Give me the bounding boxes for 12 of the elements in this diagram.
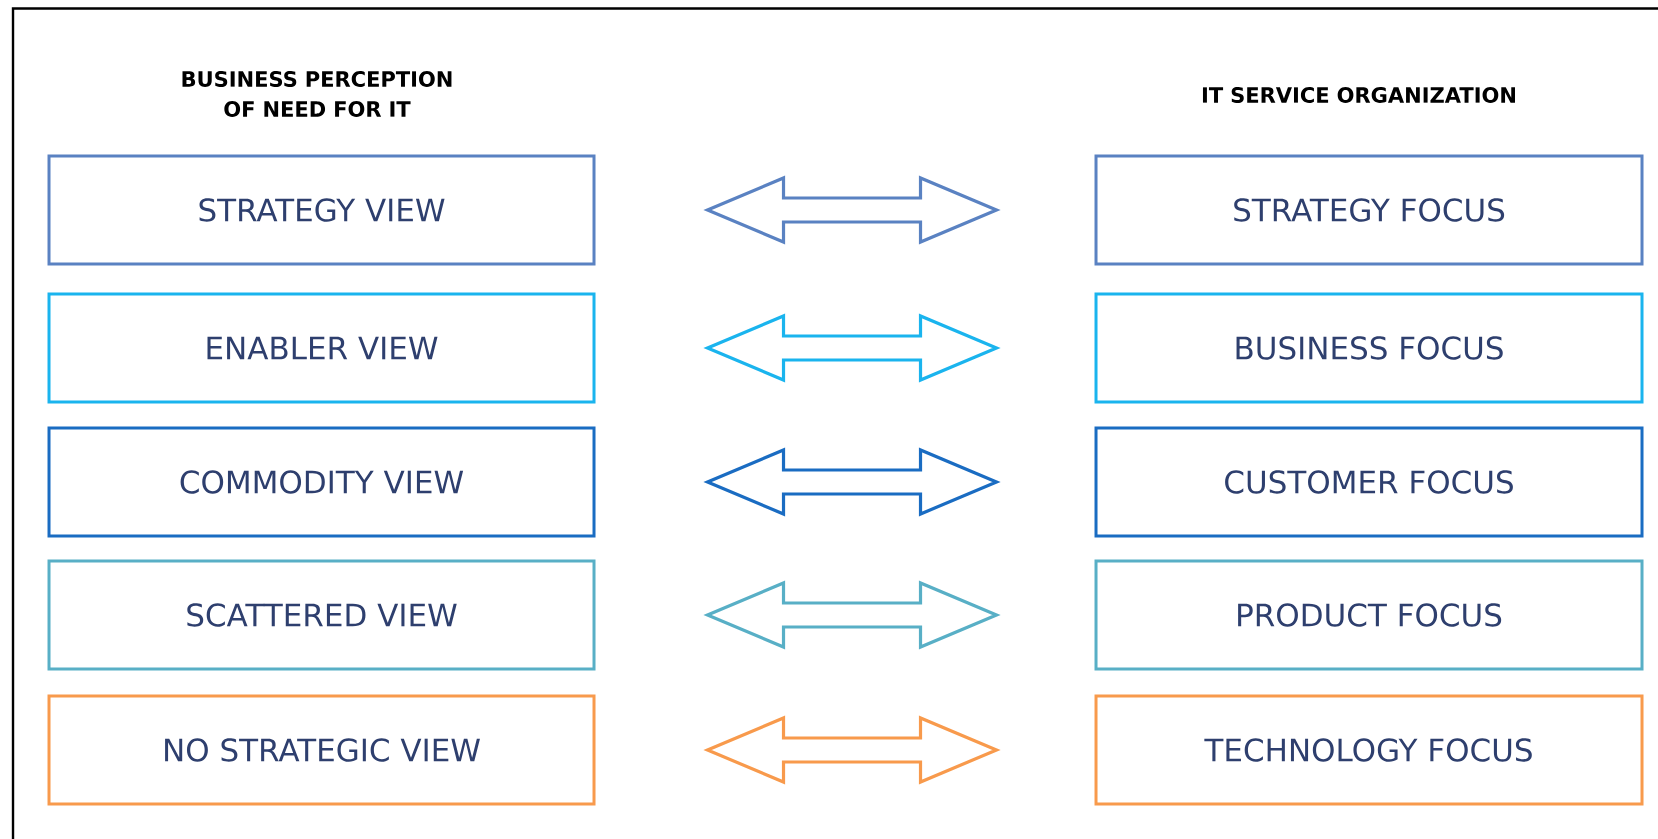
view-box: STRATEGY VIEW — [47, 154, 596, 266]
view-box: COMMODITY VIEW — [47, 426, 596, 538]
view-box: NO STRATEGIC VIEW — [47, 694, 596, 806]
view-box: STRATEGY FOCUS — [1094, 154, 1644, 266]
view-box: TECHNOLOGY FOCUS — [1094, 694, 1644, 806]
view-box: CUSTOMER FOCUS — [1094, 426, 1644, 538]
column-heading: BUSINESS PERCEPTION OF NEED FOR IT — [182, 71, 452, 117]
view-box: BUSINESS FOCUS — [1094, 292, 1644, 404]
view-box: ENABLER VIEW — [47, 292, 596, 404]
view-box: PRODUCT FOCUS — [1094, 559, 1644, 671]
column-heading: IT SERVICE ORGANIZATION — [1202, 87, 1515, 103]
view-box: SCATTERED VIEW — [47, 559, 596, 671]
